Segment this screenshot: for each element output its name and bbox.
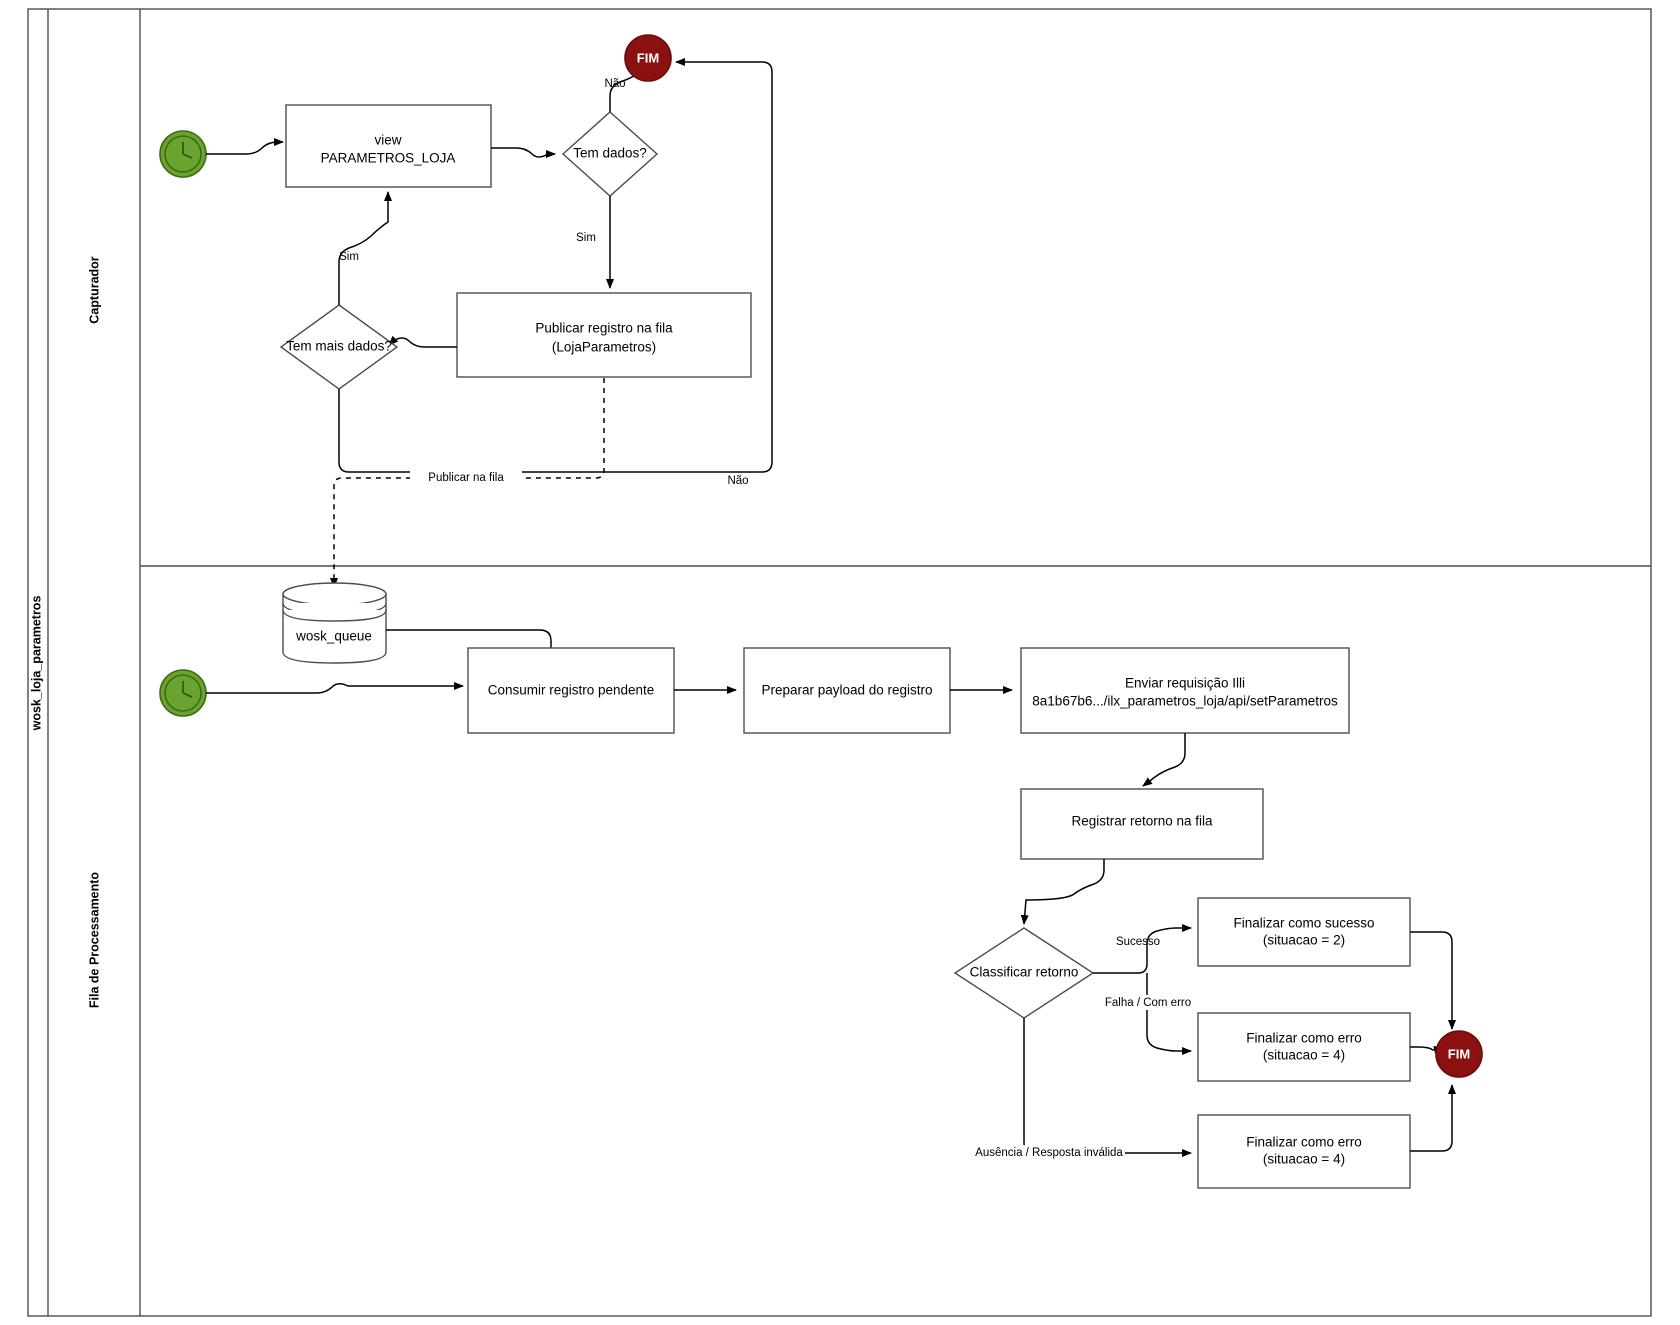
edge-start2-to-consumir <box>206 682 464 694</box>
edge-queue-to-consumir <box>386 629 555 666</box>
edge-classificar-ausencia <box>1023 1018 1192 1157</box>
edge-classificar-falha <box>1146 973 1192 1055</box>
end-event-fim-top[interactable]: FIM <box>624 34 672 82</box>
start-event-capturador[interactable] <box>159 130 207 178</box>
task-publicar-registro[interactable]: Publicar registro na fila (LojaParametro… <box>456 292 752 378</box>
svg-text:Tem mais dados?: Tem mais dados? <box>286 339 392 354</box>
svg-text:Finalizar como erro: Finalizar como erro <box>1246 1135 1362 1150</box>
task-preparar-payload[interactable]: Preparar payload do registro <box>743 647 951 734</box>
task-finalizar-erro-2[interactable]: Finalizar como erro (situacao = 4) <box>1197 1114 1411 1189</box>
svg-text:Finalizar como erro: Finalizar como erro <box>1246 1031 1362 1046</box>
edge-enviar-to-registrar <box>1142 733 1186 787</box>
svg-text:Consumir registro pendente: Consumir registro pendente <box>488 683 655 698</box>
svg-text:FIM: FIM <box>1448 1046 1470 1061</box>
edge-label-sim-loop: Sim <box>339 251 359 263</box>
gateway-classificar-retorno[interactable]: Classificar retorno <box>953 927 1095 1019</box>
edge-tem-mais-sim <box>338 191 392 305</box>
task-finalizar-sucesso[interactable]: Finalizar como sucesso (situacao = 2) <box>1197 897 1411 967</box>
edge-publicar-to-tem-mais <box>388 335 457 348</box>
end-event-fim-bottom[interactable]: FIM <box>1435 1030 1483 1078</box>
svg-text:Publicar registro na fila: Publicar registro na fila <box>535 321 673 336</box>
svg-text:Enviar requisição Illi: Enviar requisição Illi <box>1125 676 1245 691</box>
start-event-fila[interactable] <box>159 669 207 717</box>
svg-text:wosk_queue: wosk_queue <box>295 629 372 644</box>
edge-erro2-to-fim <box>1410 1084 1456 1152</box>
task-registrar-retorno[interactable]: Registrar retorno na fila <box>1020 788 1264 860</box>
edge-label-publicar-na-fila-text: Publicar na fila <box>428 472 504 484</box>
edge-view-to-tem-dados <box>491 147 556 158</box>
gateway-tem-mais-dados[interactable]: Tem mais dados? <box>279 304 399 390</box>
svg-text:(situacao = 2): (situacao = 2) <box>1263 933 1345 948</box>
svg-text:Preparar payload do registro: Preparar payload do registro <box>761 683 932 698</box>
edge-label-sucesso: Sucesso <box>1116 936 1160 948</box>
svg-text:Registrar retorno na fila: Registrar retorno na fila <box>1071 814 1213 829</box>
clock-icon-2 <box>182 681 193 698</box>
edge-label-ausencia-text: Ausência / Resposta inválida <box>975 1147 1123 1159</box>
edge-start-to-view <box>206 138 284 155</box>
svg-text:(situacao = 4): (situacao = 4) <box>1263 1152 1345 1167</box>
task-finalizar-erro-1[interactable]: Finalizar como erro (situacao = 4) <box>1197 1012 1411 1082</box>
edge-sucesso-to-fim <box>1410 931 1456 1030</box>
edge-label-falha-text: Falha / Com erro <box>1105 997 1191 1009</box>
edge-registrar-to-classificar <box>1020 859 1105 925</box>
label-backdrop-falha <box>1100 995 1197 1010</box>
svg-text:view: view <box>374 133 401 148</box>
svg-text:8a1b67b6.../ilx_parametros_loj: 8a1b67b6.../ilx_parametros_loja/api/setP… <box>1032 694 1338 709</box>
svg-text:Classificar retorno: Classificar retorno <box>970 965 1079 980</box>
edge-tem-mais-nao <box>338 58 773 473</box>
task-consumir-registro[interactable]: Consumir registro pendente <box>467 647 675 734</box>
label-backdrop-publicar <box>410 470 522 485</box>
pool-label: wosk_loja_parametros <box>29 596 43 732</box>
gateway-tem-dados[interactable]: Tem dados? <box>561 111 659 197</box>
edge-label-nao-loop: Não <box>727 475 748 487</box>
edge-erro1-to-fim <box>1410 1045 1444 1054</box>
edge-classificar-sucesso <box>1093 924 1192 974</box>
clock-icon <box>182 142 193 159</box>
svg-text:Tem dados?: Tem dados? <box>573 146 647 161</box>
svg-text:FIM: FIM <box>637 50 659 65</box>
svg-text:Finalizar como sucesso: Finalizar como sucesso <box>1233 916 1374 931</box>
svg-text:(LojaParametros): (LojaParametros) <box>552 340 656 355</box>
edge-label-sim-down: Sim <box>576 232 596 244</box>
lane-label-capturador: Capturador <box>87 256 101 324</box>
edge-label-nao-top: Não <box>604 78 625 90</box>
task-enviar-requisicao[interactable]: Enviar requisição Illi 8a1b67b6.../ilx_p… <box>1020 647 1350 734</box>
svg-text:(situacao = 4): (situacao = 4) <box>1263 1048 1345 1063</box>
pool-container <box>27 8 1652 1317</box>
svg-text:PARAMETROS_LOJA: PARAMETROS_LOJA <box>321 151 456 166</box>
label-backdrop-ausencia <box>975 1145 1125 1160</box>
task-view-parametros[interactable]: view PARAMETROS_LOJA <box>285 104 492 188</box>
datastore-wosk-queue[interactable]: wosk_queue <box>282 582 387 664</box>
lane-label-fila: Fila de Processamento <box>87 872 101 1009</box>
